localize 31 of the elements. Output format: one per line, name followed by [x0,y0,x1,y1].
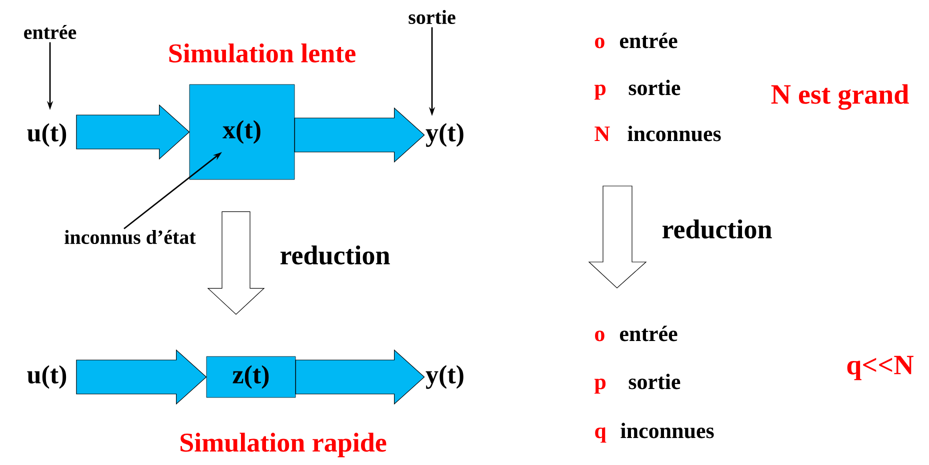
heading: Simulation rapide [180,432,386,458]
signal-label: u(t) [27,123,66,147]
annotation-text: inconnus d’état [64,230,196,244]
block-arrow [76,349,207,405]
list-text: entrée [620,326,678,342]
signal-label: y(t) [426,365,464,389]
list-marker: q [595,427,606,443]
edge-label: reduction [278,244,392,266]
list-marker: p [594,84,606,100]
list-text: inconnues [620,422,714,438]
list-marker: N [594,126,610,141]
state-box: x(t) [189,84,295,180]
list-text: sortie [628,80,680,96]
signal-label: u(t) [27,365,66,389]
state-box: z(t) [206,356,296,398]
list-marker: p [594,378,606,394]
annotation-text: sortie [408,10,456,24]
block-arrow [207,211,265,315]
list-marker: o [595,330,604,342]
annotation-text: entrée [24,24,76,40]
block-arrow [295,349,425,405]
list-text: inconnues [628,126,721,142]
signal-label: y(t) [426,123,464,147]
block-arrow [76,104,190,160]
highlight-text: q<<N [847,356,914,380]
list-marker: o [595,38,604,48]
block-arrow [294,107,425,163]
list-text: sortie [628,374,680,390]
highlight-text: N est grand [771,84,909,110]
list-text: entrée [620,32,678,48]
step-label: reduction [662,219,772,239]
